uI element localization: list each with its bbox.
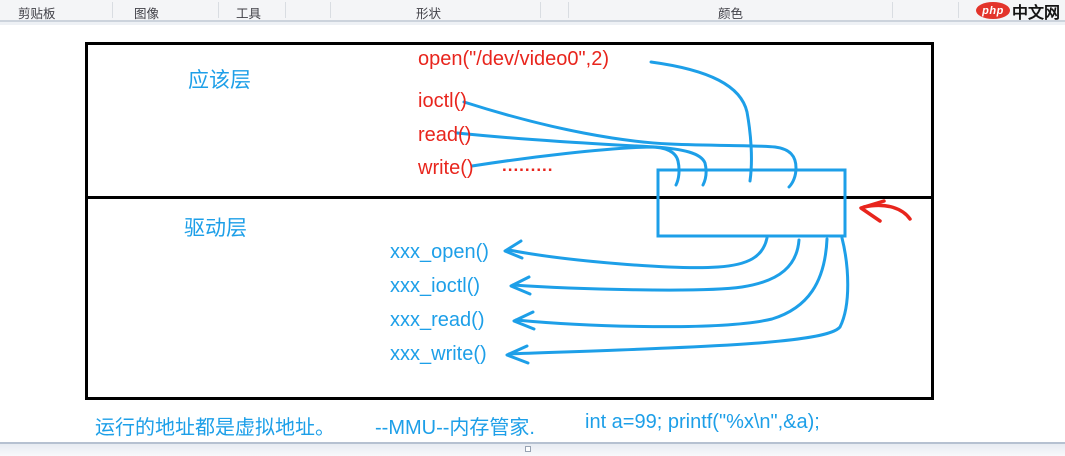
ribbon-divider: [568, 2, 569, 18]
ribbon-group-shapes: 形状: [416, 7, 442, 21]
ribbon-toolbar: 剪贴板 图像 工具 形状 颜色 php 中文网: [0, 0, 1065, 22]
ribbon-divider: [112, 2, 113, 18]
fn-write: write(): [418, 157, 474, 179]
fn-ioctl: ioctl(): [418, 90, 467, 112]
ribbon-group-clipboard: 剪贴板: [18, 7, 56, 21]
fn-xxx-open: xxx_open(): [390, 241, 489, 263]
ribbon-divider: [330, 2, 331, 18]
fn-read: read(): [418, 124, 472, 146]
status-strip: [0, 444, 1065, 456]
ribbon-divider: [285, 2, 286, 18]
paint-canvas[interactable]: [0, 25, 1065, 442]
fn-ellipsis: .........: [502, 156, 554, 175]
fn-xxx-read: xxx_read(): [390, 309, 485, 331]
php-cn-logo[interactable]: php 中文网: [975, 2, 1060, 22]
ribbon-shadow: [0, 22, 1065, 25]
canvas-resize-handle[interactable]: [525, 446, 531, 452]
ribbon-divider: [540, 2, 541, 18]
canvas-bottom-border: [0, 442, 1065, 444]
ribbon-group-image: 图像: [134, 7, 160, 21]
note-code-sample: int a=99; printf("%x\n",&a);: [585, 411, 820, 433]
fn-open: open("/dev/video0",2): [418, 48, 609, 70]
ribbon-divider: [218, 2, 219, 18]
note-virtual-address: 运行的地址都是虚拟地址。: [95, 417, 335, 439]
ribbon-group-tools: 工具: [236, 7, 262, 21]
ribbon-bottom-border: [0, 20, 1065, 22]
php-logo-badge: php: [975, 2, 1010, 19]
ribbon-group-colors: 颜色: [718, 7, 744, 21]
note-mmu: --MMU--内存管家.: [375, 417, 535, 439]
fn-xxx-write: xxx_write(): [390, 343, 487, 365]
layer-boundary-line: [85, 196, 934, 199]
fn-xxx-ioctl: xxx_ioctl(): [390, 275, 481, 297]
ribbon-divider: [958, 2, 959, 18]
ribbon-divider: [892, 2, 893, 18]
app-layer-label: 应该层: [188, 69, 251, 92]
php-logo-sitename: 中文网: [1011, 4, 1060, 22]
layers-outer-rectangle: [85, 42, 934, 400]
driver-layer-label: 驱动层: [184, 217, 247, 240]
